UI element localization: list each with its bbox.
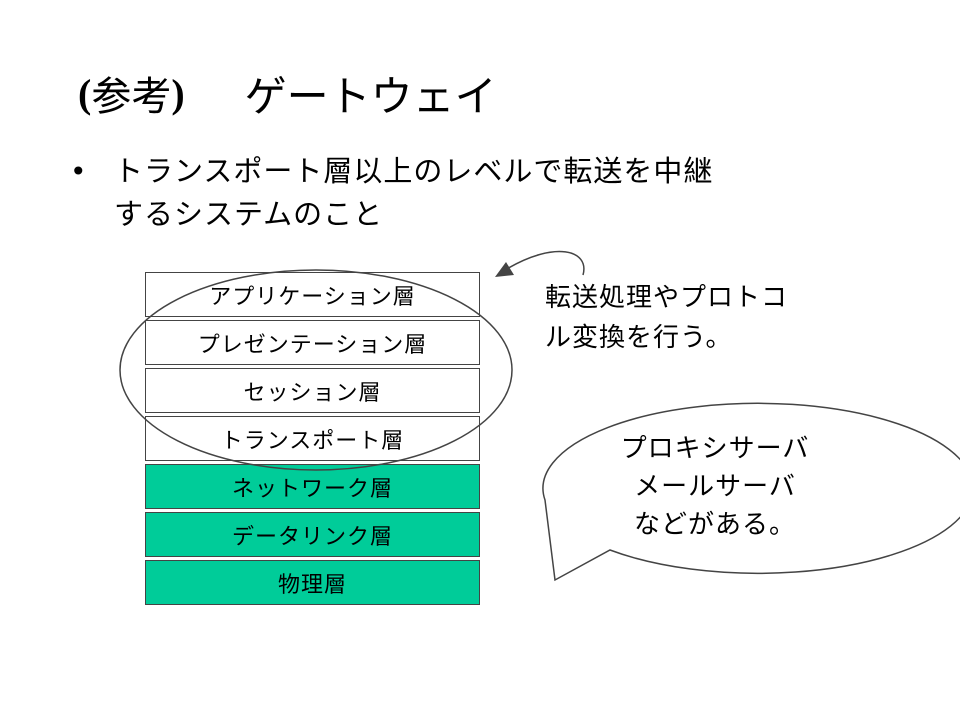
bullet-text: トランスポート層以上のレベルで転送を中継 するシステムのこと	[114, 154, 714, 231]
speech-bubble-text: プロキシサーバ メールサーバ などがある。	[620, 434, 810, 540]
arrow-head-icon	[495, 262, 514, 277]
layer-physical: 物理層	[145, 560, 480, 605]
gateway-note: 転送処理やプロトコ ル変換を行う。	[545, 283, 789, 353]
title-open-paren: (	[78, 70, 92, 116]
layer-datalink: データリンク層	[145, 512, 480, 557]
layer-presentation: プレゼンテーション層	[145, 320, 480, 365]
title-close-paren: )	[171, 70, 185, 116]
layer-application: アプリケーション層	[145, 272, 480, 317]
curved-arrow-line	[504, 250, 585, 276]
slide-title: ( 参考 ) ゲートウェイ	[78, 58, 497, 128]
bullet-dot: •	[70, 155, 87, 188]
title-main-text: ゲートウェイ	[244, 71, 497, 121]
title-reference-word: 参考	[91, 74, 172, 120]
layer-network: ネットワーク層	[145, 464, 480, 509]
bullet-item: • トランスポート層以上のレベルで転送を中継 するシステムのこと	[70, 150, 870, 236]
layer-session: セッション層	[145, 368, 480, 413]
layer-transport: トランスポート層	[145, 416, 480, 461]
